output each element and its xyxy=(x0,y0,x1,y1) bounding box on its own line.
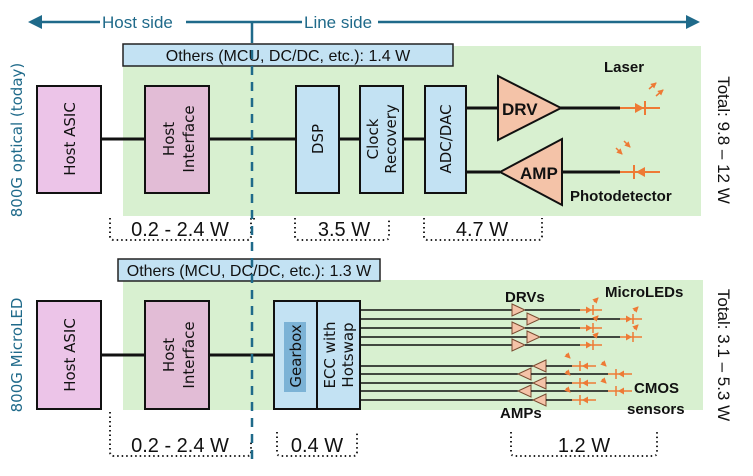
incident-arrow xyxy=(564,386,571,393)
laser-label: Laser xyxy=(604,59,644,76)
amp-triangle xyxy=(497,137,563,207)
power-bracket xyxy=(109,412,252,457)
power-gearbox-ecc: 0.4 W xyxy=(291,435,343,457)
photodetector-icon xyxy=(615,140,660,179)
power-bracket xyxy=(510,432,658,457)
host-interface-label-1: Host xyxy=(160,122,178,156)
host-interface-label-1: Host xyxy=(160,338,178,372)
others-label: Others (MCU, DC/DC, etc.): 1.3 W xyxy=(127,263,372,280)
host-asic-label: Host ASIC xyxy=(61,318,79,392)
power-bracket xyxy=(253,218,390,241)
microleds-label: MicroLEDs xyxy=(605,284,683,301)
arrow-right-icon xyxy=(686,15,700,29)
line-side-label: Line side xyxy=(304,13,372,32)
power-host-interface: 0.2 - 2.4 W xyxy=(131,219,229,241)
adc-dac-block xyxy=(424,85,467,194)
dsp-block xyxy=(295,85,340,194)
cmos-label-2: sensors xyxy=(627,401,685,418)
incident-arrow xyxy=(564,352,571,359)
power-host-interface: 0.2 - 2.4 W xyxy=(131,435,229,457)
power-bracket xyxy=(423,218,543,241)
microled-icon xyxy=(586,341,592,349)
host-asic-label: Host ASIC xyxy=(61,102,79,176)
ecc-hotswap-block xyxy=(316,300,361,410)
total-label: Total: 9.8 – 12 W xyxy=(714,76,733,204)
cmos-sensor-icon xyxy=(582,362,588,370)
microled-icon xyxy=(626,333,632,341)
power-dsp-group: 3.5 W xyxy=(318,219,370,241)
emission-arrow xyxy=(592,332,599,339)
driver-triangle xyxy=(526,330,542,344)
cmos-sensor-icon xyxy=(582,396,588,404)
host-asic-block xyxy=(36,300,102,410)
gearbox-label: Gearbox xyxy=(287,324,305,387)
laser-diode-icon xyxy=(620,82,664,115)
emission-arrow xyxy=(592,315,599,322)
gearbox-highlight xyxy=(284,322,306,392)
incident-arrow xyxy=(600,360,607,367)
clock-recovery-block xyxy=(359,85,404,194)
clock-recovery-label-2: Recovery xyxy=(382,104,400,174)
host-interface-label-2: Interface xyxy=(180,105,198,172)
ecc-hotswap-label-2: Hotswap xyxy=(339,322,357,387)
host-side-label: Host side xyxy=(102,13,173,32)
emission-arrow xyxy=(632,324,639,331)
row-label: 800G optical (today) xyxy=(8,63,26,218)
cmos-sensor-icon xyxy=(582,379,588,387)
power-analog-optics: 1.2 W xyxy=(558,435,610,457)
others-box xyxy=(122,43,454,67)
amps-label: AMPs xyxy=(500,405,542,422)
incident-arrow xyxy=(564,369,571,376)
microled-icon xyxy=(586,306,592,314)
microled-icon xyxy=(586,324,592,332)
host-interface-block xyxy=(144,300,210,410)
others-box xyxy=(117,258,381,282)
emission-arrow xyxy=(592,297,599,304)
cmos-sensor-icon xyxy=(618,370,624,378)
module-background xyxy=(123,46,701,216)
row-label: 800G MicroLED xyxy=(8,298,26,413)
row-optical: Others (MCU, DC/DC, etc.): 1.4 W 800G op… xyxy=(8,43,733,241)
driver-triangle xyxy=(511,338,527,352)
clock-recovery-label-1: Clock xyxy=(364,118,382,159)
driver-triangle xyxy=(511,303,527,317)
photodetector-label: Photodetector xyxy=(570,188,672,205)
drv-triangle xyxy=(497,74,564,142)
driver-triangle xyxy=(526,312,542,326)
host-interface-block xyxy=(144,85,210,194)
incident-arrow xyxy=(600,377,607,384)
emission-arrow xyxy=(632,306,639,313)
total-label: Total: 3.1 – 5.3 W xyxy=(714,289,733,421)
arrow-left-icon xyxy=(28,15,42,29)
cmos-label-1: CMOS xyxy=(634,380,679,397)
host-interface-label-2: Interface xyxy=(180,321,198,388)
amp-label: AMP xyxy=(520,164,558,183)
microled-icon xyxy=(626,315,632,323)
power-bracket xyxy=(109,218,252,241)
others-label: Others (MCU, DC/DC, etc.): 1.4 W xyxy=(166,48,411,65)
drvs-label: DRVs xyxy=(505,289,545,306)
cmos-sensor-icon xyxy=(618,387,624,395)
row-microled: Others (MCU, DC/DC, etc.): 1.3 W 800G Mi… xyxy=(8,258,733,457)
driver-triangle xyxy=(511,321,527,335)
drv-label: DRV xyxy=(502,100,538,119)
lane-array xyxy=(360,297,642,407)
power-analog-optics: 4.7 W xyxy=(456,219,508,241)
dsp-label: DSP xyxy=(309,124,327,154)
adc-dac-label: ADC/DAC xyxy=(437,104,455,173)
host-asic-block xyxy=(36,85,102,194)
ecc-hotswap-label-1: ECC with xyxy=(321,321,339,388)
header-axis: Host side Line side xyxy=(28,13,700,34)
